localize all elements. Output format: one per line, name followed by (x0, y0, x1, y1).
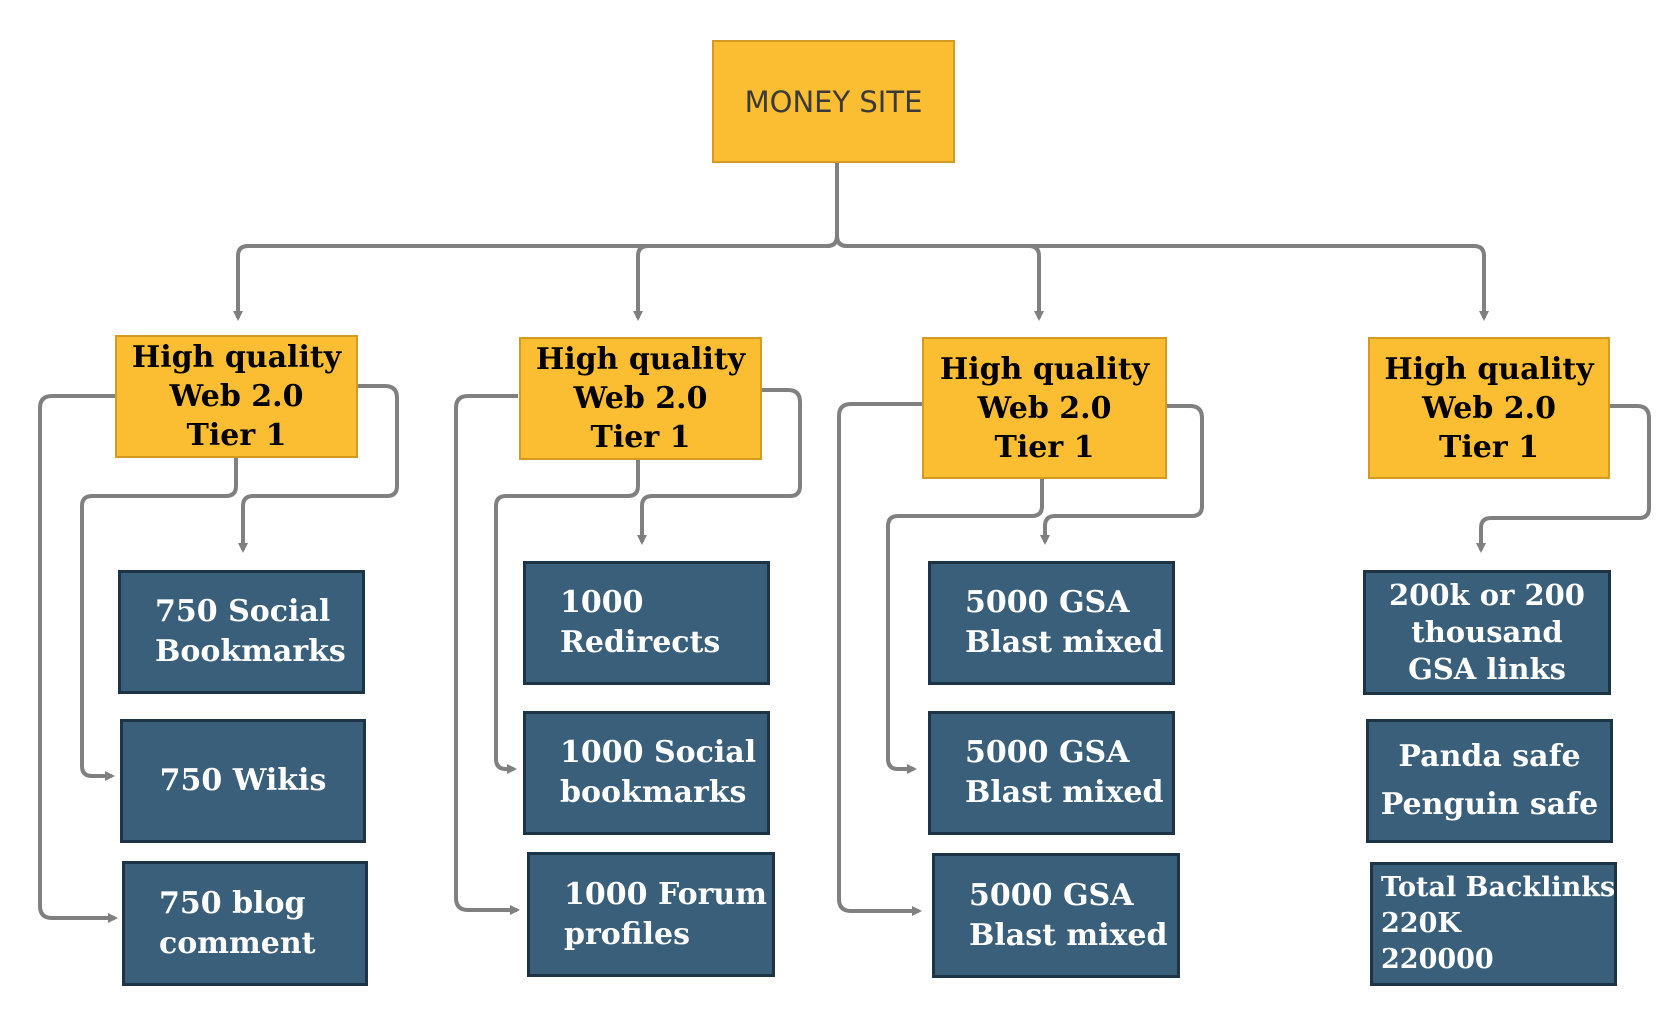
connector-col3-leaf1 (1040, 404, 1204, 545)
connector-col1-leaf1 (238, 384, 399, 553)
connector-col2-leaf2 (494, 456, 640, 774)
connector-col3-leaf3 (837, 402, 922, 916)
leaf-col2-forum-profiles: 1000 Forum profiles (527, 852, 775, 977)
leaf-col1-1-line-2: Bookmarks (155, 634, 346, 669)
leaf-col2-2-line-1: 1000 Social (560, 735, 757, 770)
leaf-col3-2-line-1: 5000 GSA (965, 735, 1130, 770)
leaf-col3-1-line-1: 5000 GSA (965, 585, 1130, 620)
tier-box-1: High quality Web 2.0 Tier 1 (115, 335, 358, 458)
leaf-col4-panda-penguin: Panda safe Penguin safe (1366, 719, 1613, 843)
tier-2-line-3: Tier 1 (590, 420, 691, 455)
tier-box-4: High quality Web 2.0 Tier 1 (1368, 337, 1610, 479)
leaf-col1-3-line-2: comment (159, 925, 316, 961)
leaf-col4-3-line-3: 220000 (1381, 944, 1494, 975)
connector-col3-leaf2 (886, 477, 1044, 774)
connector-root-to-tier-4 (835, 235, 1489, 321)
leaf-col2-2-line-2: bookmarks (560, 775, 747, 810)
tier-4-line-2: Web 2.0 (1422, 390, 1556, 426)
leaf-col1-wikis: 750 Wikis (120, 719, 366, 843)
connector-root-to-tier-2 (633, 235, 839, 321)
tier-4-line-3: Tier 1 (1439, 429, 1539, 465)
tier-3-line-3: Tier 1 (994, 429, 1095, 465)
leaf-col2-1-line-1: 1000 (560, 585, 644, 620)
leaf-col3-2-line-2: Blast mixed (965, 775, 1164, 810)
leaf-col3-3-line-2: Blast mixed (969, 917, 1168, 953)
connector-col2-leaf1 (637, 388, 802, 545)
tier-2-line-1: High quality (535, 342, 746, 377)
leaf-col4-2-line-1: Panda safe (1398, 739, 1581, 774)
leaf-col4-1-line-3: GSA links (1408, 652, 1566, 686)
leaf-col4-3-line-2: 220K (1381, 908, 1461, 939)
leaf-col4-1-line-2: thousand (1411, 615, 1563, 649)
tier-1-line-2: Web 2.0 (169, 379, 304, 414)
leaf-col2-1-line-2: Redirects (560, 625, 721, 660)
leaf-col4-1-line-1: 200k or 200 (1389, 578, 1585, 612)
money-site-box: MONEY SITE (712, 40, 955, 163)
leaf-col1-1-line-1: 750 Social (155, 594, 331, 629)
tier-4-line-1: High quality (1384, 351, 1594, 387)
tier-3-line-1: High quality (939, 351, 1150, 387)
leaf-col3-gsa-blast-2: 5000 GSA Blast mixed (928, 711, 1175, 835)
tier-1-line-1: High quality (131, 340, 342, 375)
leaf-col4-2-line-2: Penguin safe (1380, 787, 1599, 822)
leaf-col2-redirects: 1000 Redirects (523, 561, 770, 685)
tier-3-line-2: Web 2.0 (977, 390, 1112, 426)
leaf-col3-gsa-blast-1: 5000 GSA Blast mixed (928, 561, 1175, 685)
leaf-col2-social-bookmarks: 1000 Social bookmarks (523, 711, 770, 835)
leaf-col4-gsa-links: 200k or 200 thousand GSA links (1363, 570, 1611, 695)
leaf-col2-3-line-1: 1000 Forum (564, 876, 767, 912)
leaf-col2-3-line-2: profiles (564, 916, 690, 952)
leaf-col1-blog-comment: 750 blog comment (122, 861, 368, 986)
connector-root-to-tier-3 (835, 235, 1044, 321)
leaf-col4-total-backlinks: Total Backlinks 220K 220000 (1370, 862, 1617, 986)
connector-col2-leaf3 (454, 394, 520, 915)
tier-1-line-3: Tier 1 (186, 418, 287, 453)
leaf-col3-gsa-blast-3: 5000 GSA Blast mixed (932, 853, 1180, 978)
connector-col1-leaf2 (80, 456, 238, 781)
connector-col4-leaf1 (1476, 404, 1651, 553)
tier-box-3: High quality Web 2.0 Tier 1 (922, 337, 1167, 479)
leaf-col1-2-line-1: 750 Wikis (159, 763, 327, 798)
tier-box-2: High quality Web 2.0 Tier 1 (519, 337, 762, 460)
connector-col1-leaf3 (38, 394, 118, 923)
tier-2-line-2: Web 2.0 (573, 381, 708, 416)
connector-trunk (233, 163, 839, 321)
leaf-col3-3-line-1: 5000 GSA (969, 877, 1134, 913)
money-site-label: MONEY SITE (744, 84, 923, 119)
leaf-col4-3-line-1: Total Backlinks (1381, 872, 1616, 903)
leaf-col3-1-line-2: Blast mixed (965, 625, 1164, 660)
leaf-col1-social-bookmarks: 750 Social Bookmarks (118, 570, 365, 694)
leaf-col1-3-line-1: 750 blog (159, 885, 306, 921)
